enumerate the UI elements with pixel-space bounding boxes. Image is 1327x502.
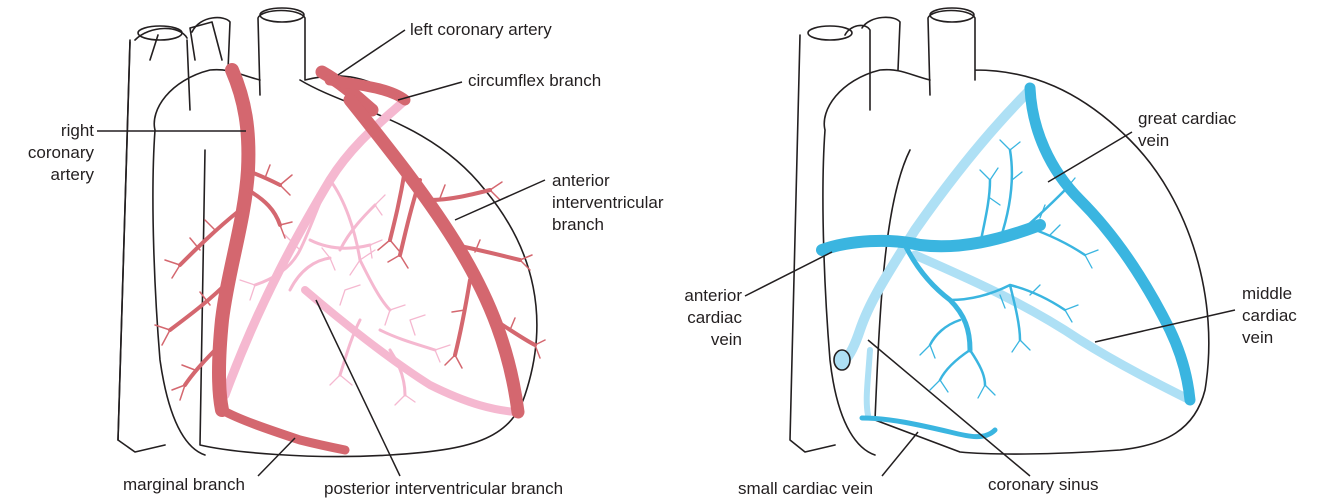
leader-anterior-interventricular-branch xyxy=(455,180,545,220)
back-artery-branches xyxy=(255,180,435,395)
marginal-branch-artery xyxy=(222,410,345,450)
label-great-cardiac-vein-line1: great cardiac xyxy=(1138,108,1236,130)
label-great-cardiac-vein-line2: vein xyxy=(1138,130,1236,152)
right-coronary-artery xyxy=(219,70,248,410)
label-anterior-cardiac-vein-line3: vein xyxy=(640,329,742,351)
small-cardiac-vein xyxy=(862,418,995,437)
leader-small-cardiac-vein xyxy=(882,432,918,476)
label-left-coronary-artery: left coronary artery xyxy=(410,19,552,41)
label-circumflex-branch: circumflex branch xyxy=(468,70,601,92)
label-right-coronary-artery-line2: coronary xyxy=(0,142,94,164)
middle-cardiac-vein xyxy=(845,90,1030,360)
label-anterior-interventricular-line1: anterior xyxy=(552,170,664,192)
leader-marginal-branch xyxy=(258,438,295,476)
right-heart xyxy=(790,8,1209,455)
label-right-coronary-artery: right coronary artery xyxy=(0,120,94,186)
label-anterior-interventricular-branch: anterior interventricular branch xyxy=(552,170,664,236)
label-marginal-branch: marginal branch xyxy=(123,474,245,496)
label-coronary-sinus: coronary sinus xyxy=(988,474,1099,496)
coronary-sinus-opening xyxy=(834,350,850,370)
leader-circumflex-branch xyxy=(398,82,462,100)
leader-left-coronary-artery xyxy=(338,30,405,75)
label-middle-cardiac-vein-line2: cardiac xyxy=(1242,305,1297,327)
label-anterior-cardiac-vein: anterior cardiac vein xyxy=(640,285,742,351)
leader-lines xyxy=(97,30,1235,476)
leader-great-cardiac-vein xyxy=(1048,132,1132,182)
label-anterior-cardiac-vein-line2: cardiac xyxy=(640,307,742,329)
leader-coronary-sinus xyxy=(868,340,1030,476)
posterior-vein-lower xyxy=(915,255,1190,400)
label-right-coronary-artery-line1: right xyxy=(0,120,94,142)
label-middle-cardiac-vein: middle cardiac vein xyxy=(1242,283,1297,349)
anterior-cardiac-vein-back xyxy=(867,350,870,415)
label-great-cardiac-vein: great cardiac vein xyxy=(1138,108,1236,152)
left-heart-vessel-back xyxy=(118,22,222,440)
label-anterior-interventricular-line2: interventricular xyxy=(552,192,664,214)
label-middle-cardiac-vein-line1: middle xyxy=(1242,283,1297,305)
label-small-cardiac-vein: small cardiac vein xyxy=(738,478,873,500)
label-anterior-interventricular-line3: branch xyxy=(552,214,664,236)
label-middle-cardiac-vein-line3: vein xyxy=(1242,327,1297,349)
back-arteries xyxy=(225,100,515,412)
label-right-coronary-artery-line3: artery xyxy=(0,164,94,186)
label-anterior-cardiac-vein-line1: anterior xyxy=(640,285,742,307)
leader-anterior-cardiac-vein xyxy=(745,252,832,296)
label-posterior-interventricular-branch: posterior interventricular branch xyxy=(324,478,563,500)
anterior-interventricular-artery xyxy=(350,100,518,412)
front-arteries xyxy=(155,70,545,450)
anterior-cardiac-vein xyxy=(822,225,1040,250)
